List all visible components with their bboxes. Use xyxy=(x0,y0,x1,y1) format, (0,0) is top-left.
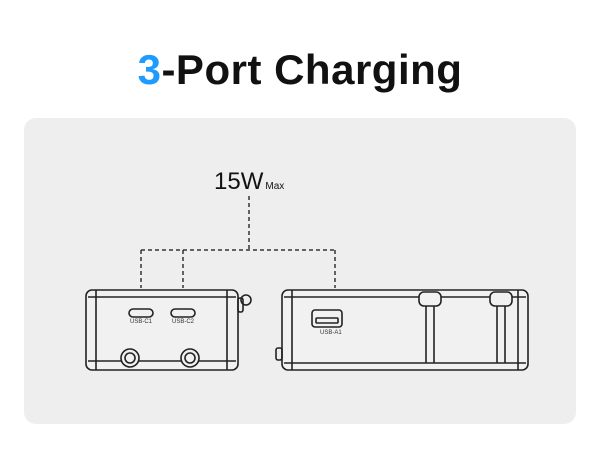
port-label-usb-c2: USB-C2 xyxy=(172,319,195,325)
charger-diagram xyxy=(85,196,529,371)
charger-front-view xyxy=(275,289,529,371)
port-label-usb-c1: USB-C1 xyxy=(130,319,153,325)
connector-lines xyxy=(140,196,336,288)
title-rest: -Port Charging xyxy=(161,46,463,93)
usb-a1-port-icon xyxy=(311,309,343,328)
usb-c2-port-icon xyxy=(170,308,196,318)
charger-side-view xyxy=(85,289,252,371)
usb-c1-port-icon xyxy=(128,308,154,318)
power-value: 15W xyxy=(214,168,264,195)
power-unit: Max xyxy=(265,181,285,192)
page-title: 3-Port Charging xyxy=(0,44,600,96)
title-accent: 3 xyxy=(137,46,162,93)
port-label-usb-a1: USB-A1 xyxy=(320,330,342,336)
